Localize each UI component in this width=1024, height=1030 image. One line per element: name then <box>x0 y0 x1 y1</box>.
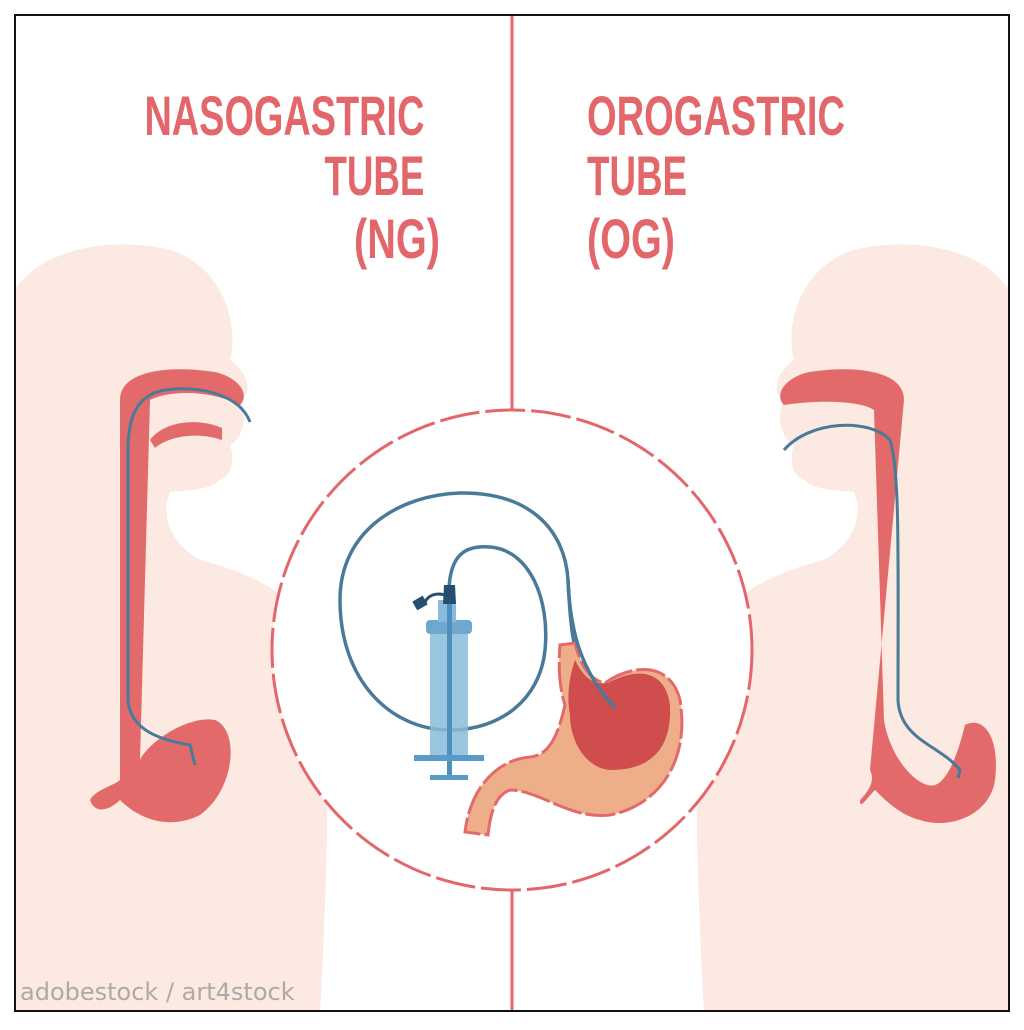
left-title: NASOGASTRIC TUBE (NG) <box>144 84 440 270</box>
left-person-silhouette <box>15 244 328 1011</box>
frame-border <box>14 14 1010 1012</box>
right-title: OROGASTRIC TUBE (OG) <box>587 84 861 270</box>
left-digestive-tract <box>90 369 252 823</box>
left-title-line-3: (NG) <box>354 207 440 270</box>
syringe-icon <box>412 585 484 780</box>
center-circle <box>270 408 754 892</box>
right-title-line-1: OROGASTRIC <box>587 84 845 147</box>
watermark: adobestock / art4stock <box>20 978 295 1006</box>
right-title-line-2: TUBE <box>587 144 687 207</box>
left-title-line-2: TUBE <box>324 144 424 207</box>
stomach-icon <box>463 579 684 837</box>
right-title-line-3: (OG) <box>587 207 675 270</box>
left-title-line-1: NASOGASTRIC <box>144 84 424 147</box>
right-digestive-tract <box>780 369 996 824</box>
